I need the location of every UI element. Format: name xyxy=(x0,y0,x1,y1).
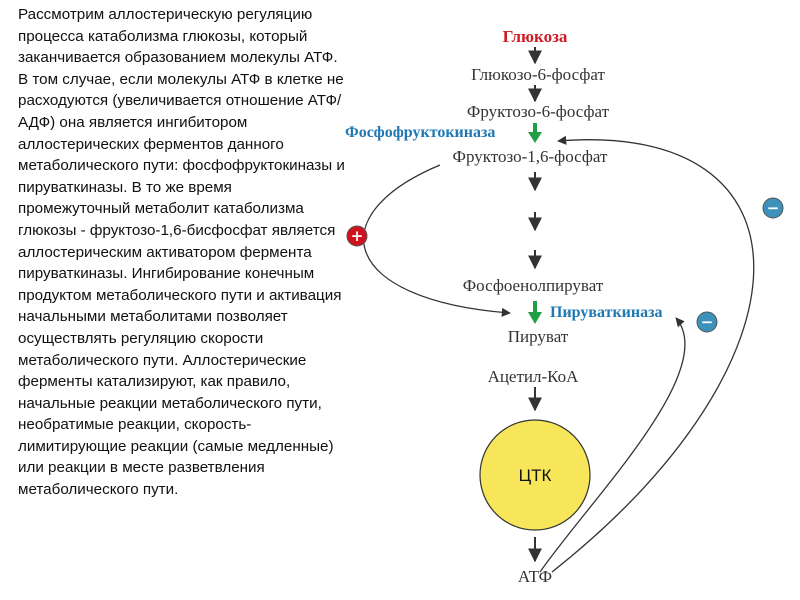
atp-label: АТФ xyxy=(518,567,552,586)
activation-sign: + xyxy=(351,227,364,245)
inhibition-sign-1: − xyxy=(767,199,780,217)
fructose-1-6-phosphate-label: Фруктозо-1,6-фосфат xyxy=(453,147,608,166)
tca-cycle-circle xyxy=(479,419,591,531)
description-text: Рассмотрим аллостерическую регуляцию про… xyxy=(18,6,345,499)
inhibition-sign-circle-1 xyxy=(762,197,784,219)
tca-cycle-label: ЦТК xyxy=(519,466,552,485)
activation-arc xyxy=(363,164,511,317)
inhibition-sign-2: − xyxy=(701,313,714,331)
atp-inhibition-arc-pk xyxy=(539,317,686,573)
pfk-green-arrow xyxy=(528,123,542,143)
atp-inhibition-arc-pfk xyxy=(551,135,755,573)
inhibition-sign-circle-2 xyxy=(696,311,718,333)
activation-sign-circle xyxy=(346,225,368,247)
pyruvate-kinase-label: Пируваткиназа xyxy=(550,304,663,321)
pyruvate-label: Пируват xyxy=(508,327,569,346)
glucose-label: Глюкоза xyxy=(503,27,568,46)
fructose-6-phosphate-label: Фруктозо-6-фосфат xyxy=(467,102,610,121)
phosphofructokinase-label: Фосфофруктокиназа xyxy=(345,124,495,141)
phosphoenolpyruvate-label: Фосфоенолпируват xyxy=(463,276,604,295)
glucose-6-phosphate-label: Глюкозо-6-фосфат xyxy=(471,65,605,84)
acetyl-coa-label: Ацетил-КоА xyxy=(488,367,580,386)
pk-green-arrow xyxy=(528,301,542,324)
